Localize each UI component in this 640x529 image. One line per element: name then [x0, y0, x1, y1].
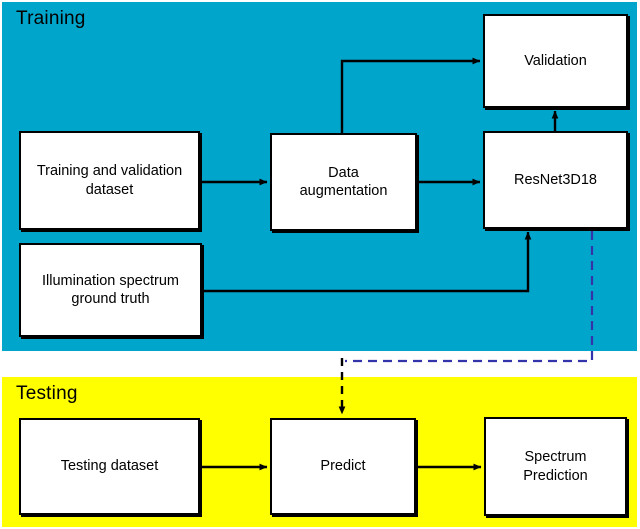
node-training-dataset[interactable]: Training and validation dataset [19, 131, 200, 230]
node-validation-label: Validation [524, 52, 587, 69]
node-data-augmentation-line2: augmentation [299, 183, 388, 199]
node-illumination-ground-truth[interactable]: Illumination spectrum ground truth [19, 243, 202, 337]
node-spectrum-prediction-line1: Spectrum [524, 449, 587, 466]
node-spectrum-prediction-line2: Prediction [523, 467, 588, 484]
testing-panel-title: Testing [16, 383, 78, 404]
node-illumination-line1: Illumination spectrum [42, 272, 179, 289]
node-data-augmentation[interactable]: Data augmentation [270, 133, 417, 231]
node-predict-label: Predict [320, 458, 366, 475]
node-illumination-line2: ground truth [71, 291, 150, 307]
node-resnet3d18-label: ResNet3D18 [513, 171, 597, 188]
node-testing-dataset-label: Testing dataset [60, 458, 159, 475]
node-training-dataset-line1: Training and validation [36, 163, 183, 180]
node-testing-dataset[interactable]: Testing dataset [19, 418, 200, 515]
node-validation[interactable]: Validation [483, 14, 628, 108]
training-panel-title: Training [16, 8, 86, 29]
node-resnet3d18[interactable]: ResNet3D18 [483, 131, 628, 229]
node-spectrum-prediction[interactable]: Spectrum Prediction [484, 417, 627, 516]
node-predict[interactable]: Predict [270, 418, 416, 515]
node-data-augmentation-line1: Data [328, 164, 359, 181]
node-training-dataset-line2: dataset [85, 181, 134, 198]
